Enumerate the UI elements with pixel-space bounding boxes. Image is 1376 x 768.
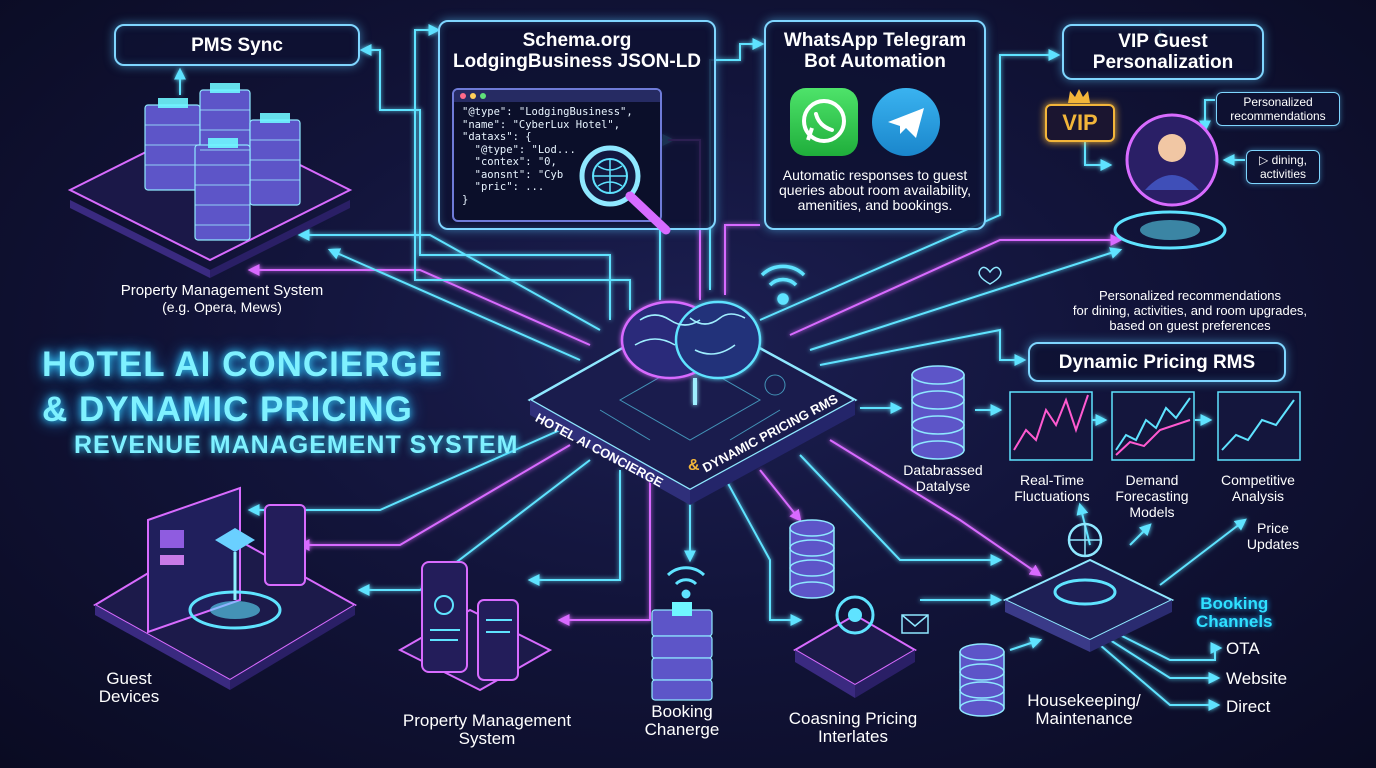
brain-icon (620, 300, 762, 405)
demand-chart-icon (1111, 391, 1195, 461)
code-body: "@type": "LodgingBusiness", "name": "Cyb… (462, 106, 633, 206)
channel-direct: Direct (1226, 697, 1271, 716)
line-hub-pms-bottom (527, 470, 621, 586)
line-hub-db2 (759, 469, 802, 522)
schema-title-2: LodgingBusiness JSON-LD (452, 51, 702, 72)
main-title-line3: REVENUE MANAGEMENT SYSTEM (74, 431, 519, 459)
database-cylinder-icon (911, 365, 965, 460)
magnifier-globe-icon (579, 145, 671, 235)
vip-title-2: Personalization (1092, 52, 1234, 73)
line-vip-callout (1199, 99, 1215, 133)
line-vip-badge (1084, 140, 1113, 171)
line-hub-vip-2 (789, 234, 1123, 336)
pms-server-stack-icon (67, 83, 353, 278)
guest-devices-icon (93, 486, 357, 690)
ai-hub-platform (527, 308, 858, 505)
wifi-icon (760, 264, 806, 305)
line-hub-website (1109, 639, 1221, 684)
line-hub-coasning (724, 477, 803, 626)
line-hub-pms (297, 229, 601, 331)
database-cylinder-icon-3 (959, 643, 1005, 717)
channel-website: Website (1226, 669, 1288, 688)
booking-channels-title: Booking Channels (1196, 594, 1273, 631)
line-hub-pms-3 (327, 248, 581, 361)
whatsapp-description: Automatic responses to guest queries abo… (779, 167, 971, 213)
competitive-label: Competitive Analysis (1221, 472, 1295, 504)
line-hub-vip (759, 49, 1061, 321)
demand-label: Demand Forecasting Models (1115, 472, 1189, 520)
wifi-icon-small (666, 566, 706, 599)
line-hub-pms-2 (247, 264, 591, 346)
channel-ota: OTA (1226, 639, 1260, 658)
code-window-bar (454, 90, 660, 102)
pms-sync-box: PMS Sync (114, 24, 360, 66)
vip-badge: VIP (1045, 104, 1115, 142)
pms-sync-label: PMS Sync (191, 34, 283, 56)
price-updates-label: Price Updates (1246, 520, 1300, 552)
pms-bottom-label: Property Management System (402, 711, 572, 748)
line-hub-pmssync (359, 44, 611, 320)
heart-icon (978, 266, 1002, 285)
line-hub-devices-3 (357, 459, 591, 596)
vip-box: VIP Guest Personalization (1062, 24, 1264, 80)
line-hub-vip-3 (809, 247, 1123, 351)
vip-description: Personalized recommendations for dining,… (1072, 288, 1308, 333)
line-hub-devices-2 (297, 444, 571, 551)
line-hub-whatsapp (709, 38, 765, 290)
line-hub-booking-hub (799, 454, 1003, 566)
telegram-icon (872, 88, 940, 156)
line-hub-priceupdates (1159, 518, 1247, 586)
main-title-line1: HOTEL AI CONCIERGE (42, 345, 444, 384)
database-cylinder-icon-2 (789, 519, 835, 599)
personalized-callout: Personalized recommendations (1216, 92, 1340, 126)
whatsapp-title-1: WhatsApp Telegram (783, 30, 967, 51)
schema-title-1: Schema.org (522, 30, 632, 51)
window-dot-red (460, 93, 466, 99)
line-hub-demand (1129, 523, 1152, 546)
housekeeping-label: Housekeeping/ Maintenance (1027, 691, 1141, 728)
dynamic-pricing-label: Dynamic Pricing RMS (1058, 351, 1256, 373)
dynamic-pricing-box: Dynamic Pricing RMS (1028, 342, 1286, 382)
pms-mobile-icon (397, 561, 553, 692)
booking-chanerge-label: Booking Chanerge (644, 702, 720, 739)
line-hub-booking-hub-2 (829, 439, 1042, 577)
main-title-line2: & DYNAMIC PRICING (42, 390, 413, 429)
line-hub-schema (414, 24, 631, 310)
realtime-chart-icon (1009, 391, 1093, 461)
whatsapp-title-2: Bot Automation (804, 51, 946, 72)
crown-icon (1068, 89, 1090, 103)
whatsapp-icon (790, 88, 858, 156)
competitive-chart-icon (1217, 391, 1301, 461)
vip-title-1: VIP Guest (1118, 31, 1208, 52)
window-dot-green (480, 93, 486, 99)
line-hub-ota (1119, 634, 1223, 661)
line-hub-pms-bottom-2 (557, 475, 651, 626)
guest-devices-label: Guest Devices (98, 669, 160, 706)
line-hub-direct (1099, 644, 1221, 711)
window-dot-yellow (470, 93, 476, 99)
booking-server-icon (651, 602, 713, 701)
pms-top-label: Property Management System (e.g. Opera, … (120, 282, 324, 316)
database-label: Databrassed Datalyse (903, 462, 983, 494)
booking-hub-platform (1002, 522, 1175, 652)
dining-callout: ▷ dining, activities (1246, 150, 1320, 184)
line-housekeeping-hub (1009, 637, 1043, 651)
coasning-pricing-label: Coasning Pricing Interlates (788, 709, 918, 746)
mail-icon (901, 614, 929, 634)
realtime-label: Real-Time Fluctuations (1014, 472, 1090, 504)
pricing-engine-icon (793, 595, 917, 698)
line-hub-whatsapp-2 (724, 224, 760, 295)
vip-avatar-icon (1113, 113, 1227, 250)
line-hub-pricing (819, 328, 1027, 366)
whatsapp-box: WhatsApp Telegram Bot Automation (764, 20, 986, 230)
hub-label-ampersand: & (688, 457, 700, 474)
